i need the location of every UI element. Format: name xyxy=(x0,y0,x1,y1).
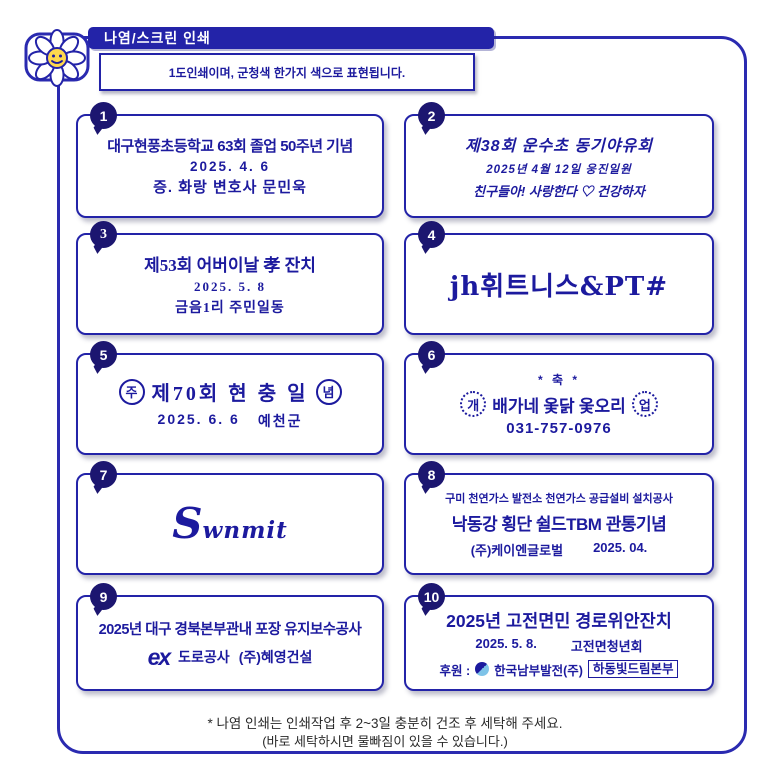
sample-number-badge: 2 xyxy=(418,102,445,129)
circled-char: 개 xyxy=(460,391,487,417)
sample-org: 도로공사 xyxy=(178,649,230,665)
footer-line-2: (바로 세탁하시면 물빠짐이 있을 수 있습니다.) xyxy=(262,734,508,749)
expressway-ex-logo: ex xyxy=(147,643,172,670)
sample-company: (주)혜영건설 xyxy=(238,649,313,665)
circled-char: 주 xyxy=(118,378,145,405)
circled-char: 념 xyxy=(315,378,342,405)
sample-line: 제38회 운수초 동기야유회 xyxy=(465,138,653,155)
sample-line: ex 도로공사 (주)혜영건설 xyxy=(147,643,313,670)
sample-main-text: 배가네 옻닭 옻오리 xyxy=(492,396,626,416)
sample-line: 2025. 6. 6 예천군 xyxy=(158,411,303,431)
sample-line: (주)케이엔글로벌 2025. 04. xyxy=(471,540,648,559)
footer-line-1: * 나염 인쇄는 인쇄작업 후 2~3일 충분히 건조 후 세탁해 주세요. xyxy=(207,716,563,731)
sample-box-5: 5 주 제70회 현 충 일 념 2025. 6. 6 예천군 xyxy=(76,341,384,455)
sample-number-badge: 6 xyxy=(418,341,445,368)
header-banner: 나염/스크린 인쇄 xyxy=(88,27,494,49)
sample-box-4: 4 jh휘트니스&PT# xyxy=(404,221,714,335)
sample-box-8: 8 구미 천연가스 발전소 천연가스 공급설비 설치공사 낙동강 횡단 쉴드TB… xyxy=(404,461,714,575)
sample-line: 2025년 4월 12일 웅진일원 xyxy=(486,164,632,176)
page-title: 나염/스크린 인쇄 xyxy=(104,30,211,46)
sponsor-division: 하동빛드림본부 xyxy=(587,660,679,678)
subtitle-note: 1도인쇄이며, 군청색 한가지 색으로 표현됩니다. xyxy=(168,65,406,80)
sample-number-badge: 1 xyxy=(90,102,117,129)
sample-box-6: 6 * 축 * 개 배가네 옻닭 옻오리 업 031-757-0976 xyxy=(404,341,714,455)
smiley-flower-svg xyxy=(24,29,90,87)
sample-date: 2025. 04. xyxy=(593,539,648,555)
sample-line: jh휘트니스&PT# xyxy=(449,271,669,302)
sample-line: 친구들아! 사랑한다 ♡ 건강하자 xyxy=(473,184,645,199)
sample-number-badge: 10 xyxy=(418,583,445,610)
sample-number-badge: 4 xyxy=(418,221,445,248)
circled-char: 업 xyxy=(631,391,658,417)
sample-line: 2025년 고전면민 경로위안잔치 xyxy=(446,610,672,631)
subtitle-note-box: 1도인쇄이며, 군청색 한가지 색으로 표현됩니다. xyxy=(99,53,475,91)
sample-company: (주)케이엔글로벌 xyxy=(470,542,564,558)
sample-line: 개 배가네 옻닭 옻오리 업 xyxy=(460,391,658,417)
sample-date: 2025. 6. 6 xyxy=(157,411,240,427)
sample-line: 2025. 4. 6 xyxy=(189,159,271,174)
footer-note: * 나염 인쇄는 인쇄작업 후 2~3일 충분히 건조 후 세탁해 주세요. (… xyxy=(0,714,770,751)
sample-number-badge: 5 xyxy=(90,341,117,368)
kospo-logo-icon xyxy=(475,662,490,676)
sample-phone: 031-757-0976 xyxy=(506,420,612,437)
sample-line: 낙동강 횡단 쉴드TBM 관통기념 xyxy=(451,514,667,534)
sample-box-3: 3 제53회 어버이날 孝 잔치 2025. 5. 8 금음1리 주민일동 xyxy=(76,221,384,335)
sample-line: 2025. 5. 8. 고전면청년회 xyxy=(475,636,642,655)
sample-line: 금음1리 주민일동 xyxy=(175,301,285,316)
sample-org: 예천군 xyxy=(257,413,303,429)
sample-line: 주 제70회 현 충 일 념 xyxy=(118,377,342,406)
sample-line: 제53회 어버이날 孝 잔치 xyxy=(144,256,316,275)
sample-line: 증. 화랑 변호사 문민욱 xyxy=(153,179,307,196)
script-logo-rest: wnmit xyxy=(202,517,288,544)
smiley-flower-icon xyxy=(22,26,92,92)
sample-date: 2025. 5. 8. xyxy=(475,635,537,651)
script-logo-initial: S xyxy=(172,499,203,548)
sample-line: 대구현풍초등학교 63회 졸업 50주년 기념 xyxy=(107,138,353,155)
sample-box-7: 7 S wnmit xyxy=(76,461,384,575)
sample-line: * 축 * xyxy=(537,373,581,387)
sample-number-badge: 9 xyxy=(90,583,117,610)
sample-line: 후원 : 한국남부발전(주) 하동빛드림본부 xyxy=(440,660,679,679)
sample-org: 고전면청년회 xyxy=(570,638,643,654)
sample-line: 구미 천연가스 발전소 천연가스 공급설비 설치공사 xyxy=(445,492,673,505)
sponsor-company: 한국남부발전(주) xyxy=(494,663,583,678)
sample-main-text: 제70회 현 충 일 xyxy=(151,383,309,405)
script-logo: S wnmit xyxy=(172,503,288,545)
sample-number-badge: 3 xyxy=(90,221,117,248)
sample-line: 2025. 5. 8 xyxy=(194,279,266,294)
sample-box-2: 2 제38회 운수초 동기야유회 2025년 4월 12일 웅진일원 친구들아!… xyxy=(404,102,714,218)
sample-number-badge: 7 xyxy=(90,461,117,488)
sample-box-1: 1 대구현풍초등학교 63회 졸업 50주년 기념 2025. 4. 6 증. … xyxy=(76,102,384,218)
sample-line: 2025년 대구 경북본부관내 포장 유지보수공사 xyxy=(98,621,362,638)
sponsor-label: 후원 : xyxy=(439,663,471,678)
sample-number-badge: 8 xyxy=(418,461,445,488)
sample-box-9: 9 2025년 대구 경북본부관내 포장 유지보수공사 ex 도로공사 (주)혜… xyxy=(76,583,384,691)
sample-box-10: 10 2025년 고전면민 경로위안잔치 2025. 5. 8. 고전면청년회 … xyxy=(404,583,714,691)
